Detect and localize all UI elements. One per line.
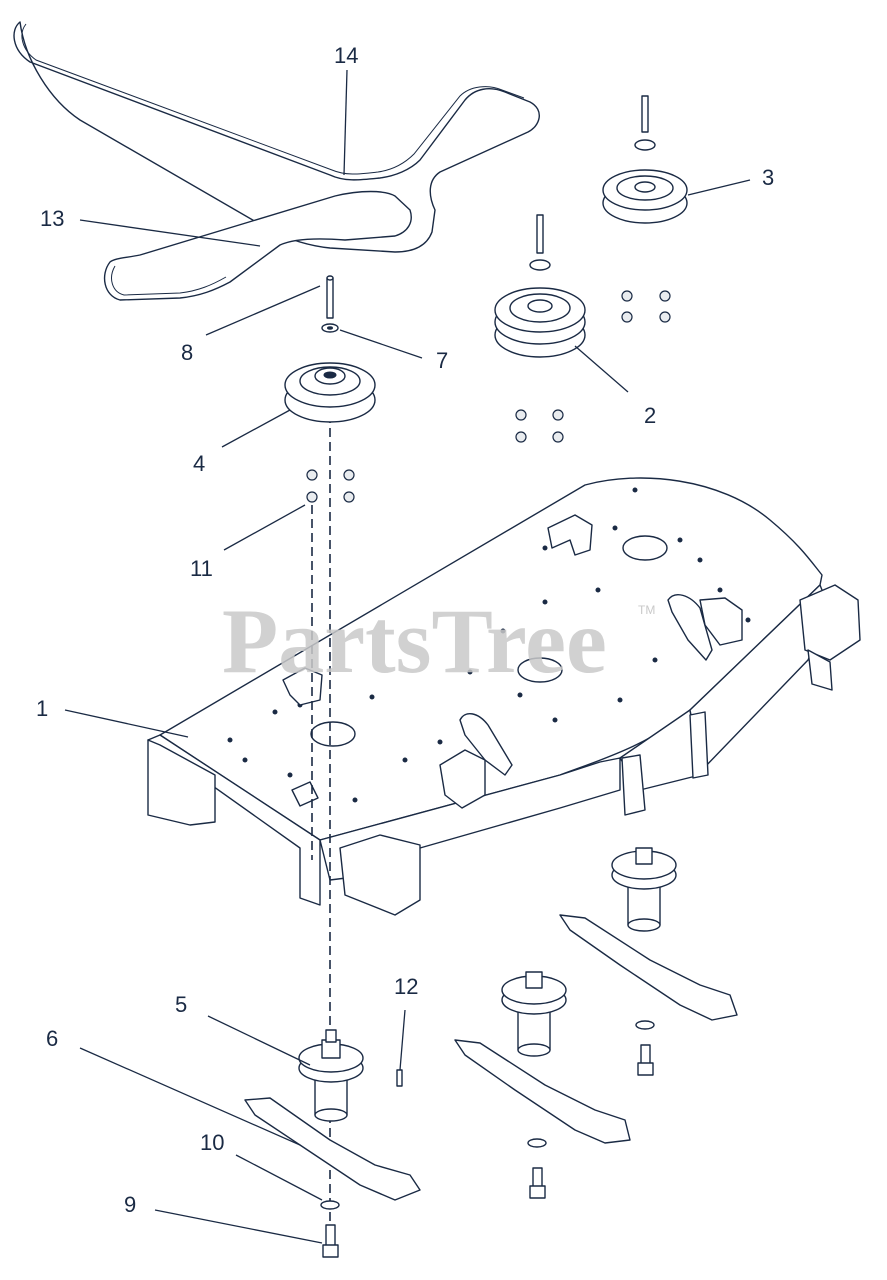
washer-10 bbox=[320, 1200, 340, 1210]
bolt-8 bbox=[326, 275, 334, 319]
callout-2: 2 bbox=[644, 403, 656, 428]
callout-8: 8 bbox=[181, 340, 193, 365]
washer-right-lower bbox=[527, 1138, 547, 1199]
callout-4: 4 bbox=[193, 451, 205, 476]
deck-housing bbox=[147, 477, 861, 916]
callout-1: 1 bbox=[36, 696, 48, 721]
spindle-5 bbox=[298, 1029, 364, 1122]
callout-10: 10 bbox=[200, 1130, 224, 1155]
washer-right-upper bbox=[635, 1020, 655, 1076]
watermark-text: PartsTree bbox=[222, 590, 607, 692]
callout-12: 12 bbox=[394, 974, 418, 999]
double-pulley-2 bbox=[494, 214, 586, 358]
washer-7 bbox=[321, 323, 339, 333]
spindle-right-lower bbox=[501, 971, 567, 1057]
nuts-11 bbox=[306, 290, 671, 503]
pulley-3 bbox=[602, 95, 688, 224]
blade-right-lower bbox=[454, 1039, 631, 1144]
key-12 bbox=[396, 1069, 403, 1087]
watermark-trademark: TM bbox=[638, 603, 655, 617]
callout-6: 6 bbox=[46, 1026, 58, 1051]
callout-13: 13 bbox=[40, 206, 64, 231]
idler-pulley-4 bbox=[284, 362, 376, 423]
spindle-right-upper bbox=[611, 847, 677, 932]
callout-labels: 14 13 3 2 4 8 7 11 1 12 5 6 10 9 bbox=[36, 43, 774, 1217]
blade-6 bbox=[244, 1097, 421, 1201]
callout-9: 9 bbox=[124, 1192, 136, 1217]
callout-14: 14 bbox=[334, 43, 358, 68]
callout-7: 7 bbox=[436, 348, 448, 373]
callout-3: 3 bbox=[762, 165, 774, 190]
callout-11: 11 bbox=[190, 556, 213, 581]
bolt-9 bbox=[322, 1224, 339, 1258]
deck-bolt-holes bbox=[227, 487, 751, 803]
callout-5: 5 bbox=[175, 992, 187, 1017]
blade-right-upper bbox=[559, 914, 738, 1021]
leader-lines bbox=[64, 69, 751, 1244]
